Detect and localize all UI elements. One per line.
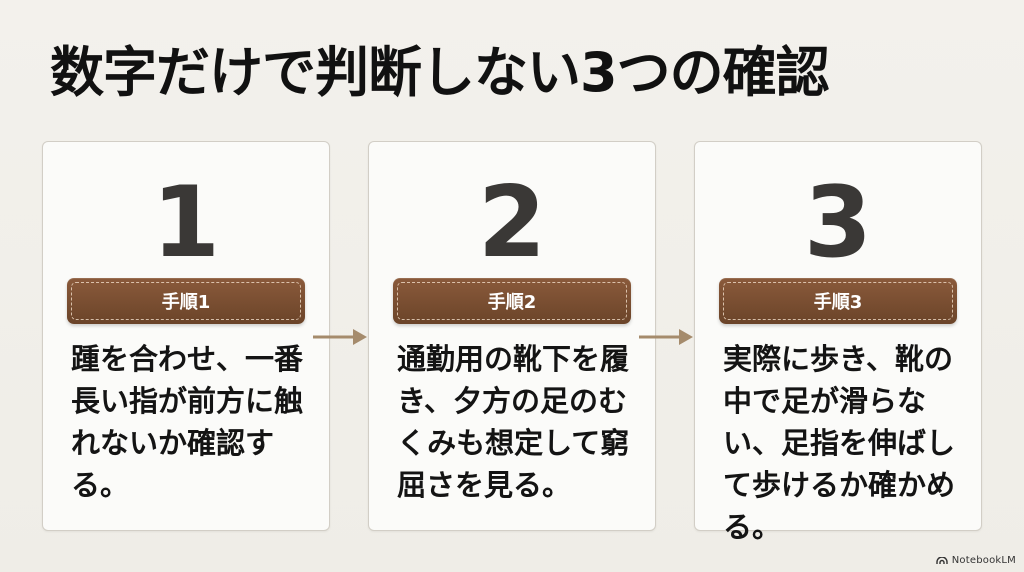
step-number: 1 [151,166,221,280]
step-number: 3 [803,166,873,280]
step-tag-label: 手順1 [161,292,211,313]
arrow-right-icon [313,329,367,345]
step-tag: 手順3 [719,278,957,324]
notebooklm-logo-icon [936,556,948,564]
step-tag-label: 手順3 [813,292,863,313]
step-description: 踵を合わせ、一番長い指が前方に触れないか確認する。 [71,342,304,502]
step-number: 2 [477,166,547,280]
branding-label: NotebookLM [951,555,1016,566]
step-description: 通勤用の靴下を履き、夕方の足のむくみも想定して窮屈さを見る。 [397,342,630,502]
step-description: 実際に歩き、靴の中で足が滑らない、足指を伸ばして歩けるか確かめる。 [723,342,956,544]
step-card-1: 1 手順1 踵を合わせ、一番長い指が前方に触れないか確認する。 [42,141,330,531]
step-card-3: 3 手順3 実際に歩き、靴の中で足が滑らない、足指を伸ばして歩けるか確かめる。 [694,141,982,544]
step-tag: 手順1 [67,278,305,324]
step-card-2: 2 手順2 通勤用の靴下を履き、夕方の足のむくみも想定して窮屈さを見る。 [368,141,656,531]
branding-watermark: NotebookLM [936,555,1016,566]
step-tag: 手順2 [393,278,631,324]
arrow-right-icon [639,329,693,345]
slide-title: 数字だけで判断しない3つの確認 [50,41,830,104]
step-tag-label: 手順2 [487,292,537,313]
